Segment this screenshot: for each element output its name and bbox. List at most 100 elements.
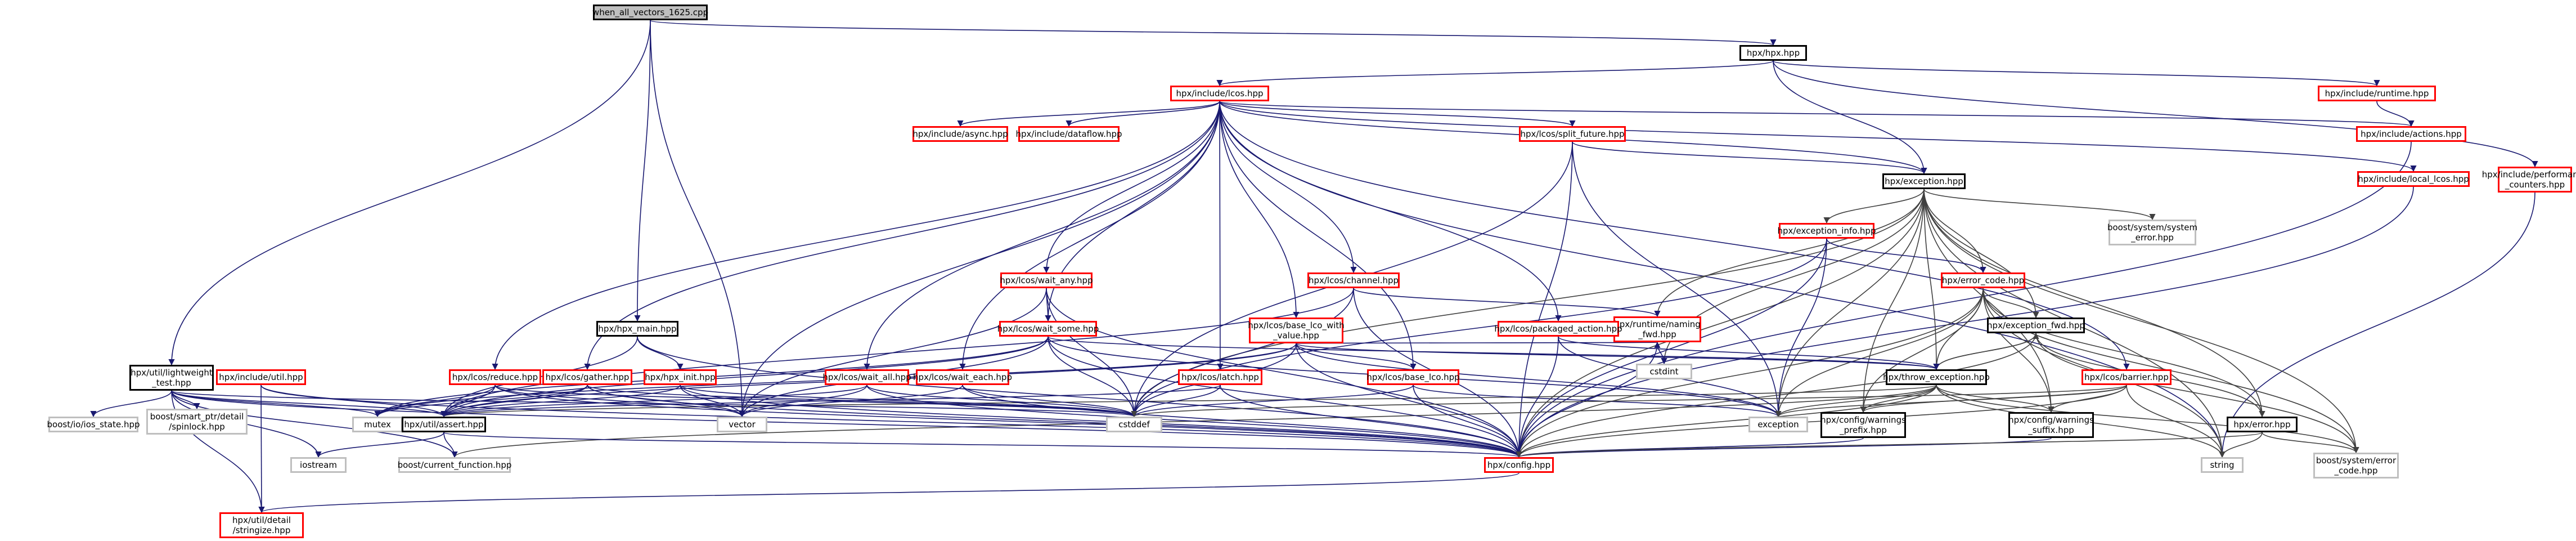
- edge-lcos_hpp-to-actions_hpp: [1219, 101, 2414, 127]
- edge-exception_hpp-to-exception_std: [1775, 189, 1925, 418]
- node-cstdint[interactable]: cstdint: [1636, 364, 1692, 379]
- edge-exception_hpp-to-warnings_suffix: [1923, 189, 2054, 413]
- node-lcos-latch-hpp[interactable]: hpx/lcos/latch.hpp: [1178, 369, 1262, 385]
- edge-reduce_hpp-to-mutex: [374, 384, 496, 418]
- edge-config_hpp-to-stringize: [259, 472, 1519, 513]
- node-boost-io-ios-state-hpp[interactable]: boost/io/ios_state.hpp: [47, 417, 140, 432]
- node-include-dataflow-hpp[interactable]: hpx/include/dataflow.hpp: [1016, 126, 1122, 142]
- edge-exception_hpp-to-exception_info: [1823, 189, 1925, 224]
- edge-lcos_hpp-to-channel_hpp: [1219, 101, 1357, 274]
- node-include-async-hpp[interactable]: hpx/include/async.hpp: [912, 126, 1008, 142]
- edge-warnings_suffix-to-config_hpp: [1516, 437, 2052, 458]
- node-iostream[interactable]: iostream: [290, 457, 347, 473]
- node-lcos-reduce-hpp[interactable]: hpx/lcos/reduce.hpp: [449, 369, 541, 385]
- edge-wait_any-to-config_hpp: [1046, 288, 1522, 458]
- edge-wait_some-to-cstddef: [1048, 336, 1138, 418]
- node-lcos-base-lco-hpp[interactable]: hpx/lcos/base_lco.hpp: [1366, 369, 1460, 385]
- node-include-local-lcos-hpp[interactable]: hpx/include/local_lcos.hpp: [2357, 171, 2470, 187]
- edge-wait_some-to-throw_exception: [1048, 336, 1940, 370]
- node-config-warnings-prefix-hpp[interactable]: hpx/config/warnings_prefix.hpp: [1820, 412, 1906, 438]
- node-lcos-packaged-action-hpp[interactable]: hpx/lcos/packaged_action.hpp: [1494, 321, 1622, 337]
- edge-exception_hpp-to-throw_exception: [1923, 189, 1940, 370]
- node-config-hpp[interactable]: hpx/config.hpp: [1484, 457, 1554, 473]
- node-util-assert-hpp[interactable]: hpx/util/assert.hpp: [402, 417, 486, 432]
- node-lcos-split-future-hpp[interactable]: hpx/lcos/split_future.hpp: [1519, 126, 1626, 142]
- edge-exception_hpp-to-config_hpp: [1516, 189, 1925, 458]
- node-vector[interactable]: vector: [717, 417, 767, 432]
- node-string[interactable]: string: [2201, 457, 2244, 473]
- node-hpx-main-hpp[interactable]: hpx/hpx_main.hpp: [596, 321, 678, 337]
- edge-split_future-to-exception_hpp: [1572, 141, 1927, 175]
- node-boost-smart-ptr-detail-spinlock-hpp[interactable]: boost/smart_ptr/detail/spinlock.hpp: [146, 409, 248, 435]
- node-lcos-wait-any-hpp[interactable]: hpx/lcos/wait_any.hpp: [1000, 272, 1093, 288]
- edge-hpx_hpp-to-lcos_hpp: [1216, 60, 1774, 87]
- edge-wait_any-to-cstddef: [1046, 288, 1138, 418]
- edge-barrier_hpp-to-string: [2126, 384, 2226, 458]
- edge-channel_hpp-to-assert_hpp: [440, 288, 1354, 418]
- edge-exception_info-to-error_code_hpp: [1826, 238, 1986, 274]
- node-runtime-naming-fwd-hpp[interactable]: hpx/runtime/naming_fwd.hpp: [1613, 316, 1701, 342]
- edge-wait_each-to-config_hpp: [962, 384, 1522, 458]
- node-throw-exception-hpp[interactable]: hpx/throw_exception.hpp: [1883, 369, 1990, 385]
- edge-lightweight_test-to-config_hpp: [171, 390, 1522, 458]
- edge-base_lco_with_value-to-throw_exception: [1296, 343, 1940, 370]
- node-mutex[interactable]: mutex: [352, 417, 403, 432]
- edge-error_code_hpp-to-exception_fwd: [1982, 288, 2039, 319]
- node-error-hpp[interactable]: hpx/error.hpp: [2227, 417, 2298, 432]
- node-config-warnings-suffix-hpp[interactable]: hpx/config/warnings_suffix.hpp: [2008, 412, 2094, 438]
- node-exception-fwd-hpp[interactable]: hpx/exception_fwd.hpp: [1987, 318, 2085, 333]
- node-exception[interactable]: exception: [1748, 417, 1808, 432]
- node-include-actions-hpp[interactable]: hpx/include/actions.hpp: [2356, 126, 2466, 142]
- edge-util_hpp-to-config_hpp: [260, 384, 1522, 458]
- edge-error_hpp-to-string: [2219, 432, 2263, 458]
- edge-root-to-vector: [650, 20, 745, 418]
- node-cstddef[interactable]: cstddef: [1106, 417, 1162, 432]
- edge-exception_hpp-to-boost_error_code: [1923, 189, 2359, 454]
- edge-gather_hpp-to-assert_hpp: [440, 384, 588, 418]
- node-lcos-wait-all-hpp[interactable]: hpx/lcos/wait_all.hpp: [822, 369, 911, 385]
- edge-lcos_hpp-to-packaged_action: [1219, 101, 1562, 322]
- edge-split_future-to-config_hpp: [1516, 141, 1573, 458]
- node-util-detail-stringize-hpp[interactable]: hpx/util/detail/stringize.hpp: [219, 512, 304, 538]
- edge-lightweight_test-to-io_state: [90, 390, 172, 418]
- edge-runtime_fwd-to-config_hpp: [1516, 342, 1658, 458]
- edge-lcos_hpp-to-async_hpp: [957, 101, 1220, 127]
- node-boost-system-system-error-hpp[interactable]: boost/system/system_error.hpp: [2107, 220, 2197, 245]
- node-lcos-wait-some-hpp[interactable]: hpx/lcos/wait_some.hpp: [997, 321, 1099, 337]
- edge-assert_hpp-to-iostream: [315, 432, 444, 458]
- edge-local_lcos-to-config_hpp: [1516, 186, 2414, 458]
- edge-hpx_init-to-cstddef: [680, 384, 1138, 418]
- node-lcos-barrier-hpp[interactable]: hpx/lcos/barrier.hpp: [2082, 369, 2172, 385]
- edge-barrier_hpp-to-warnings_suffix: [2048, 384, 2127, 413]
- edge-lcos_hpp-to-wait_each: [959, 101, 1220, 370]
- node-exception-hpp[interactable]: hpx/exception.hpp: [1882, 173, 1966, 189]
- node-error-code-hpp[interactable]: hpx/error_code.hpp: [1941, 272, 2025, 288]
- edge-root-to-lightweight_test: [168, 20, 651, 366]
- node-lcos-channel-hpp[interactable]: hpx/lcos/channel.hpp: [1307, 272, 1400, 288]
- edge-root-to-hpx_main: [634, 20, 651, 322]
- edge-throw_exception-to-exception_std: [1775, 384, 1937, 418]
- edge-base_lco-to-exception_std: [1413, 384, 1782, 418]
- edge-lcos_hpp-to-vector: [739, 101, 1220, 418]
- node-hpx-init-hpp[interactable]: hpx/hpx_init.hpp: [644, 369, 717, 385]
- edge-lcos_hpp-to-local_lcos: [1219, 101, 2417, 172]
- edge-lcos_hpp-to-string: [1219, 101, 2226, 458]
- node-when-all-vectors-1625-cpp[interactable]: when_all_vectors_1625.cpp: [592, 5, 708, 20]
- edge-base_lco-to-config_hpp: [1413, 384, 1522, 458]
- node-include-performance-counters-hpp[interactable]: hpx/include/performance_counters.hpp: [2482, 167, 2576, 193]
- node-boost-system-error-code-hpp[interactable]: boost/system/error_code.hpp: [2313, 453, 2399, 479]
- edge-base_lco_with_value-to-config_hpp: [1296, 343, 1522, 458]
- node-lcos-gather-hpp[interactable]: hpx/lcos/gather.hpp: [542, 369, 632, 385]
- edge-gather_hpp-to-mutex: [374, 384, 588, 418]
- node-include-lcos-hpp[interactable]: hpx/include/lcos.hpp: [1170, 86, 1269, 101]
- node-lcos-base-lco-with-value-hpp[interactable]: hpx/lcos/base_lco_with_value.hpp: [1248, 318, 1345, 343]
- node-lcos-wait-each-hpp[interactable]: hpx/lcos/wait_each.hpp: [913, 369, 1012, 385]
- node-exception-info-hpp[interactable]: hpx/exception_info.hpp: [1778, 223, 1876, 239]
- node-include-runtime-hpp[interactable]: hpx/include/runtime.hpp: [2318, 86, 2436, 101]
- node-util-lightweight-test-hpp[interactable]: hpx/util/lightweight_test.hpp: [129, 365, 214, 391]
- node-include-util-hpp[interactable]: hpx/include/util.hpp: [216, 369, 306, 385]
- edge-latch_hpp-to-assert_hpp: [440, 384, 1221, 418]
- edge-lcos_hpp-to-gather_hpp: [584, 101, 1220, 370]
- node-hpx-hpp[interactable]: hpx/hpx.hpp: [1739, 45, 1807, 61]
- node-boost-current-function-hpp[interactable]: boost/current_function.hpp: [398, 457, 511, 473]
